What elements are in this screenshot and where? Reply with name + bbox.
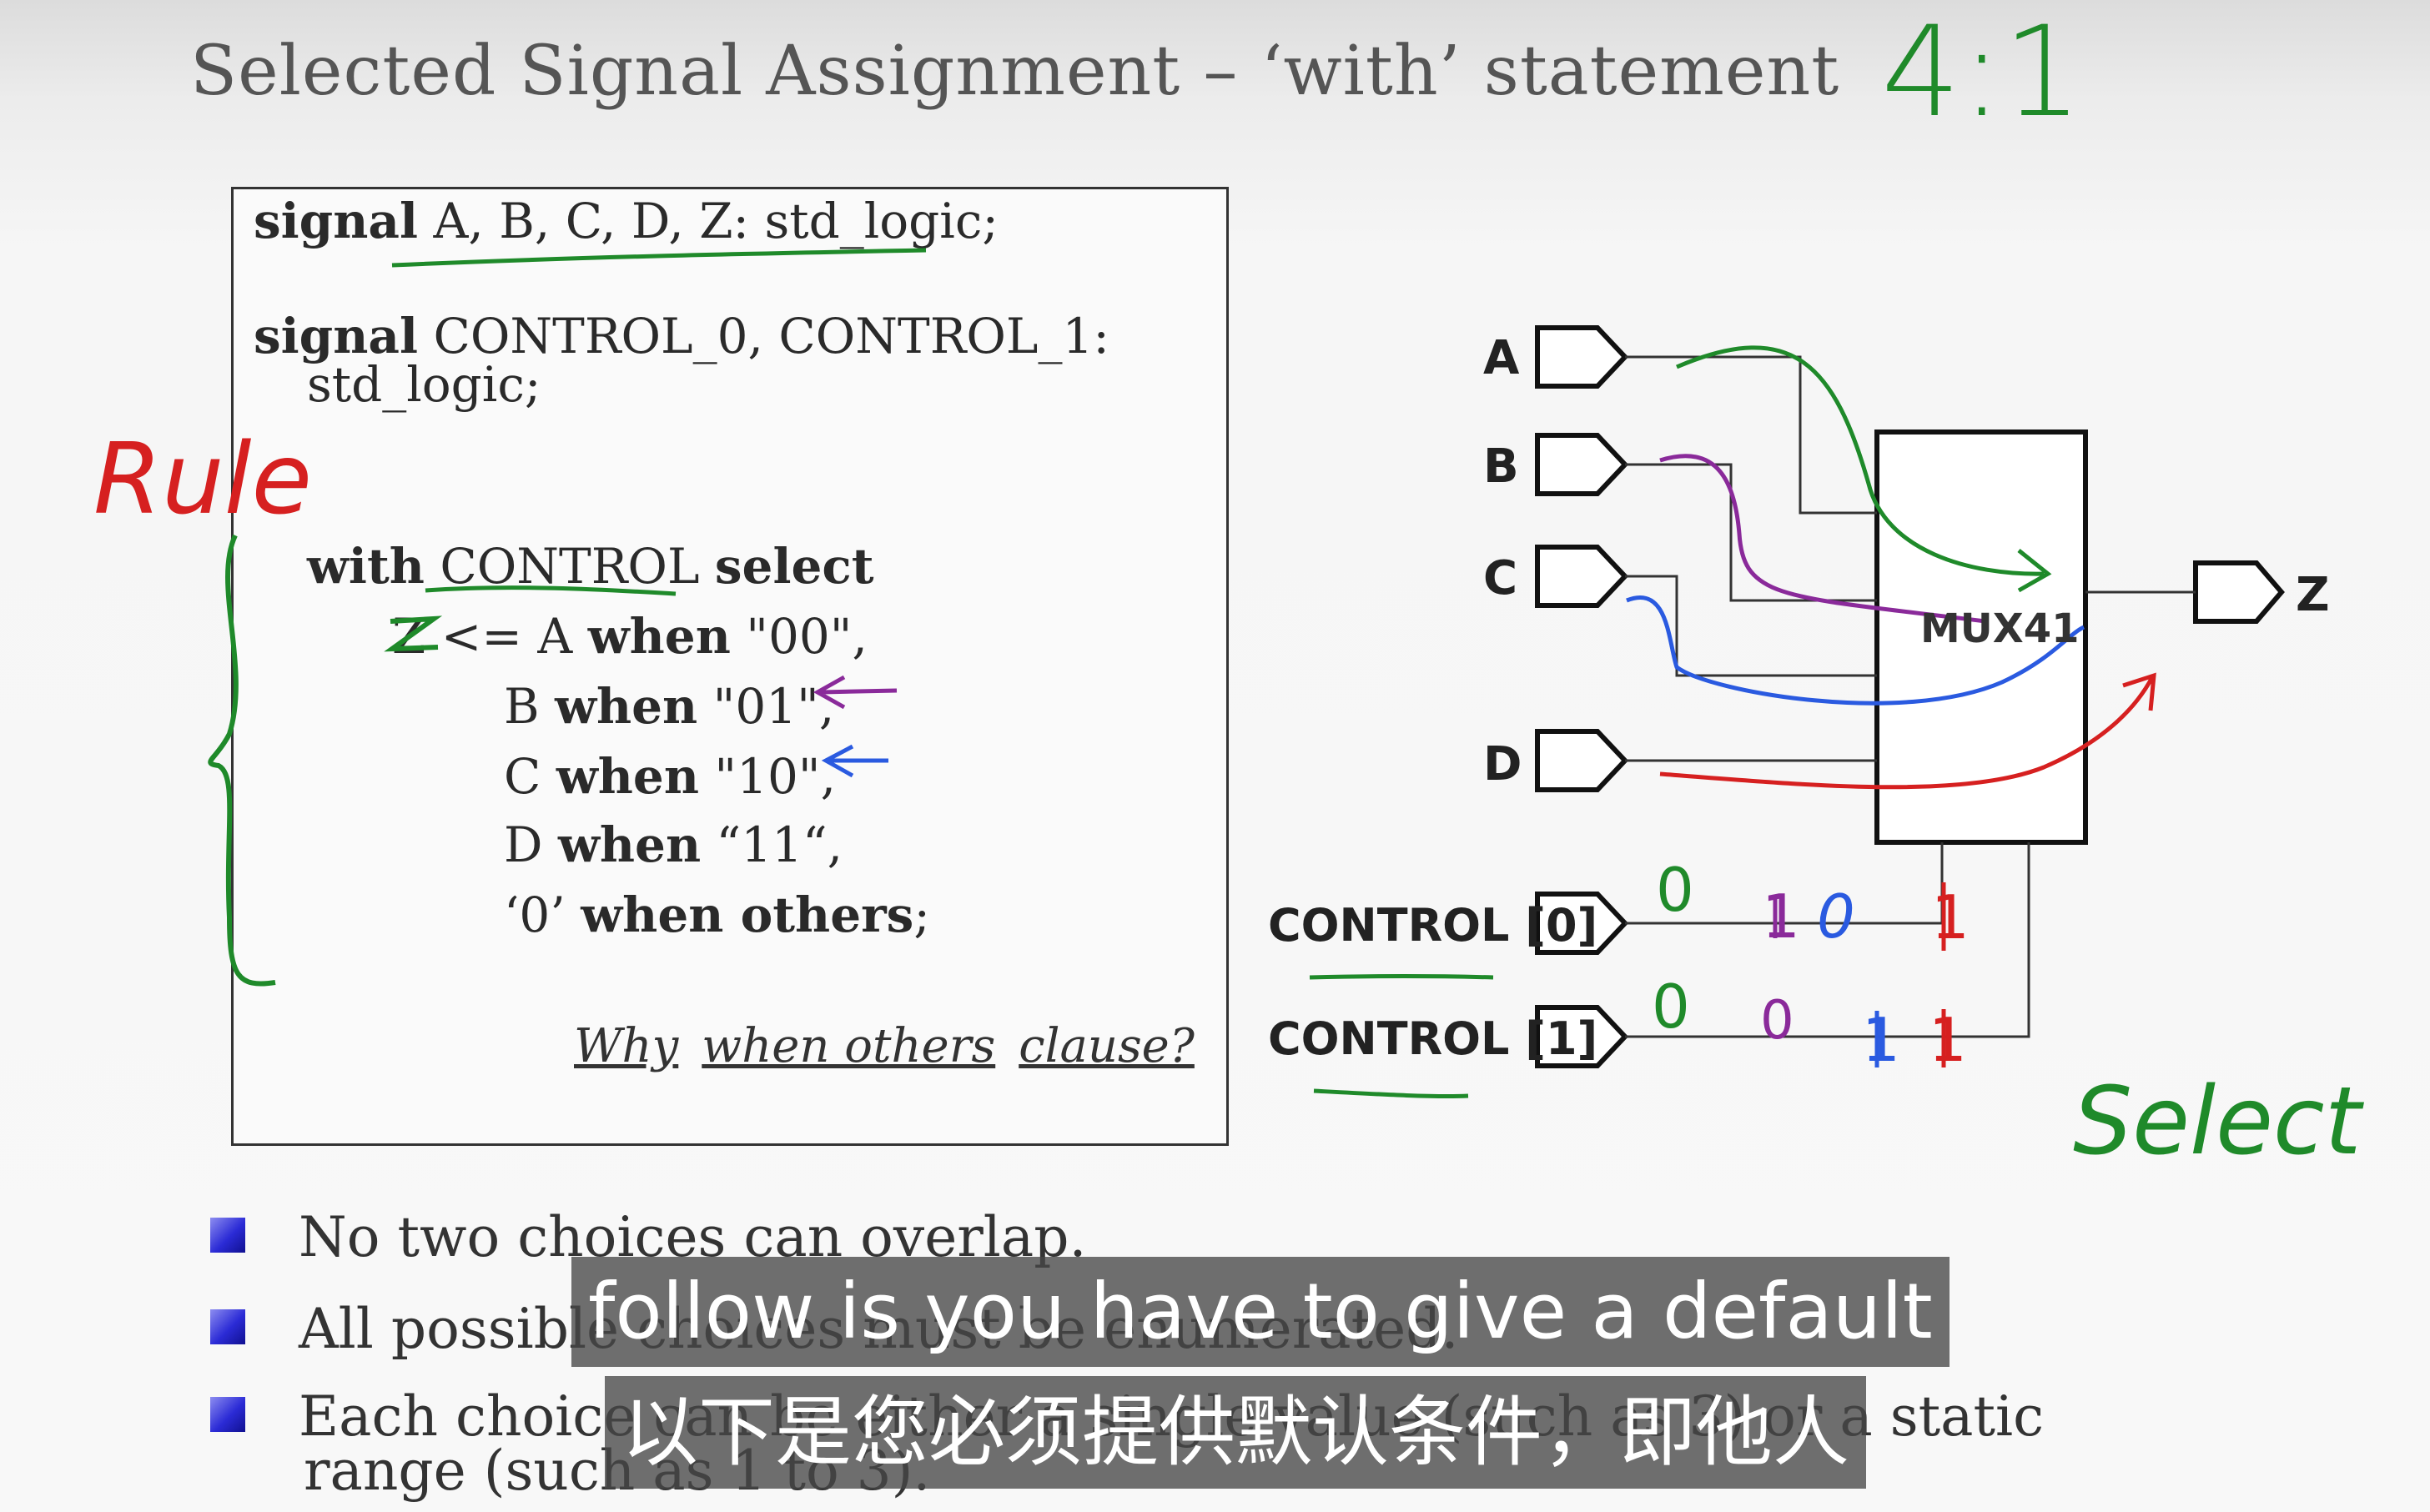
input-label-c: C	[1483, 551, 1517, 605]
code-line-8: D when “11“,	[504, 816, 843, 873]
port-ctrl0-shape	[1535, 892, 1629, 955]
code-text: "01",	[697, 678, 835, 735]
wire-c	[1625, 575, 1877, 677]
arrow-mark-blue	[821, 744, 888, 778]
code-line-2: signal CONTROL_0, CONTROL_1:	[254, 308, 1109, 364]
code-line-6: B when "01",	[504, 678, 834, 735]
code-text: "10",	[699, 748, 837, 805]
input-label-d: D	[1483, 737, 1522, 791]
code-keyword: when	[555, 678, 698, 735]
arrow-mark-purple	[813, 675, 898, 710]
code-text: C	[504, 748, 556, 805]
ctrl1-bit-1: 0	[1652, 972, 1690, 1042]
why-end: clause?	[1019, 1019, 1195, 1073]
code-text: ‘0’	[504, 887, 581, 943]
code-text: D	[504, 816, 558, 873]
handwritten-ratio-note: 4:1	[1881, 0, 2083, 145]
code-line-9: ‘0’ when others;	[504, 887, 930, 943]
route-b-purple	[1659, 454, 1986, 624]
input-label-a: A	[1483, 331, 1520, 385]
underline-signal-decl	[391, 248, 927, 268]
port-d-shape	[1535, 729, 1629, 792]
bullet-square-icon	[210, 1218, 245, 1253]
ctrl0-bit-3: 0	[1817, 882, 1855, 952]
port-c-shape	[1535, 545, 1629, 608]
port-ctrl1-shape	[1535, 1005, 1629, 1068]
port-b-shape	[1535, 433, 1629, 496]
code-text: A, B, C, D, Z: std_logic;	[418, 193, 999, 249]
port-a-shape	[1535, 325, 1629, 389]
handwritten-select-note: Select	[2073, 1067, 2362, 1176]
code-text: B	[504, 678, 556, 735]
code-text: "00",	[730, 608, 868, 665]
brace-mark	[208, 534, 276, 987]
code-keyword: when others	[581, 887, 914, 943]
z-strike-mark	[384, 615, 443, 652]
bullet-square-icon	[210, 1397, 245, 1432]
code-keyword: signal	[254, 308, 419, 364]
bullet-square-icon	[210, 1309, 245, 1344]
wire-ctrl1	[1625, 842, 2030, 1038]
code-keyword: signal	[254, 193, 419, 249]
code-text: “11“,	[701, 816, 843, 873]
why-word: Why	[574, 1019, 679, 1073]
ctrl1-bit-2: 0	[1760, 990, 1794, 1052]
underline-control	[425, 585, 677, 596]
control0-label: CONTROL [0]	[1268, 899, 1597, 952]
handwritten-rule-note: Rule	[93, 421, 313, 536]
mux-label: MUX41	[1920, 605, 2080, 652]
code-line-5: Z <= A when "00",	[392, 608, 868, 665]
route-d-red	[1659, 672, 2156, 790]
port-z-shape	[2193, 560, 2285, 624]
wire-b	[1625, 463, 1877, 602]
code-line-7: C when "10",	[504, 748, 836, 805]
ctrl0-bit-1: 0	[1656, 855, 1694, 925]
code-line-4: with CONTROL select	[307, 538, 874, 595]
mux-block	[1874, 429, 2088, 845]
code-text: CONTROL_0, CONTROL_1:	[418, 308, 1109, 364]
route-c-blue	[1626, 595, 2085, 706]
code-text: ;	[913, 887, 930, 943]
code-box: signal A, B, C, D, Z: std_logic; signal …	[231, 187, 1229, 1146]
code-keyword: when	[587, 608, 731, 665]
why-others-question: Why when others clause?	[574, 1019, 1218, 1073]
code-text: CONTROL	[424, 538, 715, 595]
subtitle-english: follow is you have to give a default	[571, 1257, 1950, 1367]
output-label-z: Z	[2296, 568, 2330, 622]
underline-control0	[1309, 974, 1494, 980]
code-keyword: when	[557, 816, 702, 873]
code-keyword: with	[307, 538, 425, 595]
slide-title: Selected Signal Assignment – ‘with’ stat…	[190, 32, 1840, 111]
ctrl0-bit-4: 1	[1931, 882, 1970, 952]
underline-control1	[1313, 1088, 1469, 1099]
code-keyword: when	[556, 748, 699, 805]
code-line-3: std_logic;	[307, 356, 541, 413]
subtitle-chinese: 以下是您必须提供默认条件，即他人	[605, 1376, 1867, 1489]
why-clause: when others	[702, 1019, 996, 1073]
ctrl1-bit-3: 1	[1862, 1005, 1900, 1075]
ctrl1-bit-4: 1	[1929, 1005, 1967, 1075]
input-label-b: B	[1483, 440, 1519, 494]
route-a-green	[1676, 345, 2052, 593]
ctrl0-bit-2: 1	[1762, 882, 1800, 952]
code-keyword: select	[714, 538, 874, 595]
wire-a	[1625, 355, 1877, 515]
code-line-1: signal A, B, C, D, Z: std_logic;	[254, 193, 999, 249]
control1-label: CONTROL [1]	[1268, 1012, 1597, 1065]
